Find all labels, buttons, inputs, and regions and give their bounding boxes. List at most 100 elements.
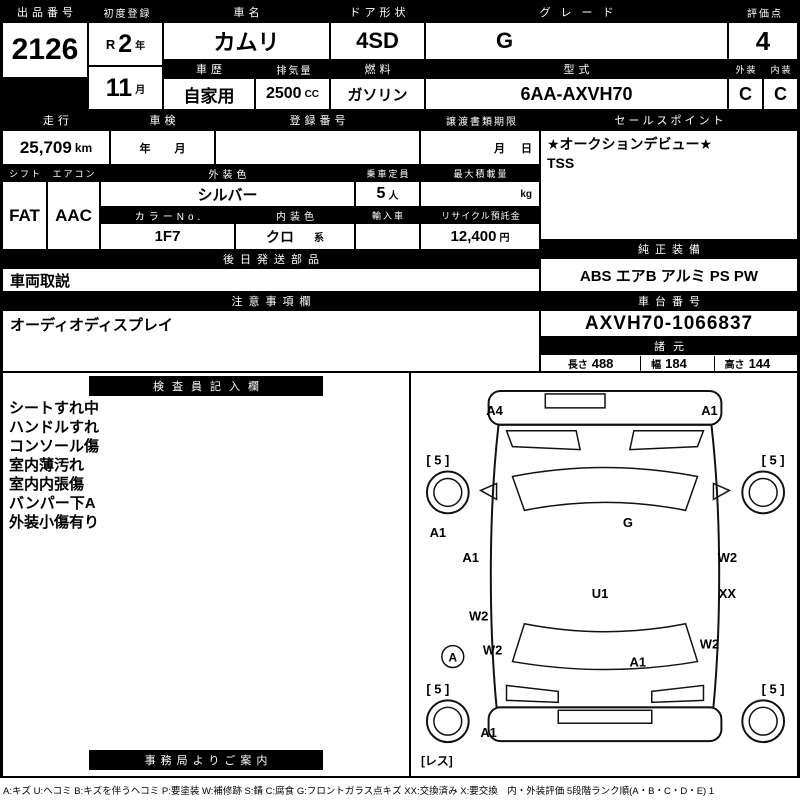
registration-number-value xyxy=(215,130,420,165)
fuel-value: ガソリン xyxy=(330,78,425,110)
mark-rear-panel: A1 xyxy=(630,655,647,670)
capacity-number: 5 xyxy=(376,185,386,202)
fuel-header: 燃料 xyxy=(330,60,425,78)
transfer-month-unit: 月 xyxy=(494,142,505,155)
inspection-header: 車検 xyxy=(110,110,215,130)
shift-header: シフト xyxy=(2,165,47,181)
tire-front-left xyxy=(425,470,470,515)
tire-front-right-inner xyxy=(748,477,778,508)
damage-diagram-panel: [ 5 ] [ 5 ] [ 5 ] [ 5 ] A4 A1 A1 A1 G W2… xyxy=(410,372,798,777)
dimensions-value: 長さ 488 幅 184 高さ 144 xyxy=(540,354,798,372)
tire-depth-rear-right: [ 5 ] xyxy=(762,681,785,696)
sales-point-line2: TSS xyxy=(547,155,575,171)
tire-rear-left xyxy=(425,699,470,744)
first-registration-year-value: 2 xyxy=(118,29,133,58)
width-spec: 幅 184 xyxy=(640,355,687,371)
recycle-deposit-value: 12,400 円 xyxy=(420,223,540,250)
grade-header: グレード xyxy=(425,2,728,22)
inspector-header: 検査員記入欄 xyxy=(89,376,323,396)
inspector-note-line: バンパー下A xyxy=(9,495,96,512)
front-bumper xyxy=(487,389,723,426)
model-code-header: 型式 xyxy=(425,60,728,78)
import-car-value xyxy=(355,223,420,250)
inspector-note-line: 室内薄汚れ xyxy=(9,457,85,474)
capacity-value: 5 人 xyxy=(355,181,420,207)
inspector-notes: シートすれ中 ハンドルすれ コンソール傷 室内薄汚れ 室内内張傷 バンパー下A … xyxy=(9,399,99,532)
inspector-note-line: コンソール傷 xyxy=(9,438,100,455)
lot-blank-cell xyxy=(2,78,88,110)
mark-windshield: G xyxy=(623,515,633,530)
side-mirror-right xyxy=(712,482,732,501)
mileage-value: 25,709 km xyxy=(2,130,110,165)
tire-rear-right xyxy=(741,699,786,744)
interior-color-name: クロ xyxy=(266,228,294,245)
first-registration-header: 初度登録 xyxy=(88,2,163,22)
first-registration-year-cell: R 2 年 xyxy=(88,22,163,66)
recycle-deposit-number: 12,400 xyxy=(450,228,497,245)
max-load-unit: kg xyxy=(520,188,532,200)
inspector-panel: 検査員記入欄 シートすれ中 ハンドルすれ コンソール傷 室内薄汚れ 室内内張傷 … xyxy=(2,372,410,777)
car-history-header: 車歴 xyxy=(163,60,255,78)
score-header: 評価点 xyxy=(728,2,798,22)
color-no-header: カラーNo. xyxy=(100,207,235,223)
inspection-month-unit: 月 xyxy=(174,142,186,155)
length-label: 長さ xyxy=(567,359,588,371)
recycle-deposit-header: リサイクル預託金 xyxy=(420,207,540,223)
mark-front-bumper-left: A4 xyxy=(486,403,503,418)
mark-roof: U1 xyxy=(592,586,609,601)
recycle-deposit-unit: 円 xyxy=(499,233,510,244)
inspector-note-line: 外装小傷有り xyxy=(9,514,100,531)
interior-color-header: 内装色 xyxy=(235,207,355,223)
lot-number-value: 2126 xyxy=(2,22,88,78)
chassis-number-value: AXVH70-1066837 xyxy=(540,310,798,337)
mileage-unit: km xyxy=(74,140,93,155)
width-value: 184 xyxy=(665,355,687,371)
legend: A:キズ U:ヘコミ B:キズを伴うヘコミ P:要塗装 W:補修跡 S:錆 C:… xyxy=(3,786,715,797)
mark-left-quarter: W2 xyxy=(483,643,502,658)
inspection-year-unit: 年 xyxy=(139,142,151,155)
taillight-right xyxy=(651,684,705,704)
spare-tire-label: [レス] xyxy=(421,754,453,768)
length-spec: 長さ 488 xyxy=(568,356,614,371)
aircon-value: AAC xyxy=(47,181,100,250)
inspector-note-line: シートすれ中 xyxy=(9,400,100,417)
car-damage-diagram: [ 5 ] [ 5 ] [ 5 ] [ 5 ] A4 A1 A1 A1 G W2… xyxy=(421,389,786,768)
tire-depth-rear-left: [ 5 ] xyxy=(426,681,449,696)
door-shape-value: 4SD xyxy=(330,22,425,60)
car-history-value: 自家用 xyxy=(163,78,255,110)
exterior-grade-header: 外装 xyxy=(728,60,763,78)
shift-value: FAT xyxy=(2,181,47,250)
front-license-plate xyxy=(544,393,606,409)
caution-value: オーディオディスプレイ xyxy=(2,310,540,372)
rear-window xyxy=(511,622,699,671)
tire-rear-left-inner xyxy=(433,706,463,736)
later-parts-header: 後日発送部品 xyxy=(2,250,540,268)
sales-point-content: ★オークションデビュー★ TSS xyxy=(540,130,798,240)
transfer-deadline-value: 月 日 xyxy=(420,130,540,165)
score-value: 4 xyxy=(728,22,798,60)
displacement-value: 2500 CC xyxy=(255,78,330,110)
height-spec: 高さ 144 xyxy=(713,355,770,371)
rear-license-plate xyxy=(557,709,653,724)
first-registration-month-cell: 11 月 xyxy=(88,66,163,110)
door-shape-header: ドア形状 xyxy=(330,2,425,22)
later-parts-value: 車両取説 xyxy=(2,268,540,292)
windshield xyxy=(511,466,699,512)
mark-left-fender: A1 xyxy=(430,525,447,540)
length-value: 488 xyxy=(591,355,614,371)
displacement-unit: CC xyxy=(304,88,320,100)
equipment-value: ABS エアB アルミ PS PW xyxy=(540,258,798,292)
mark-right-front-door: W2 xyxy=(718,550,737,565)
model-code-value: 6AA-AXVH70 xyxy=(425,78,728,110)
sales-point-header: セールスポイント xyxy=(540,110,798,130)
lot-number-header: 出品番号 xyxy=(2,2,88,22)
color-no-value: 1F7 xyxy=(100,223,235,250)
registration-number-header: 登録番号 xyxy=(215,110,420,130)
chassis-number-header: 車台番号 xyxy=(540,292,798,310)
import-car-header: 輸入車 xyxy=(355,207,420,223)
tire-front-left-inner xyxy=(433,477,463,508)
sales-point-line1: ★オークションデビュー★ xyxy=(547,136,713,152)
tire-depth-front-left: [ 5 ] xyxy=(426,453,449,468)
interior-grade-value: C xyxy=(763,78,798,110)
